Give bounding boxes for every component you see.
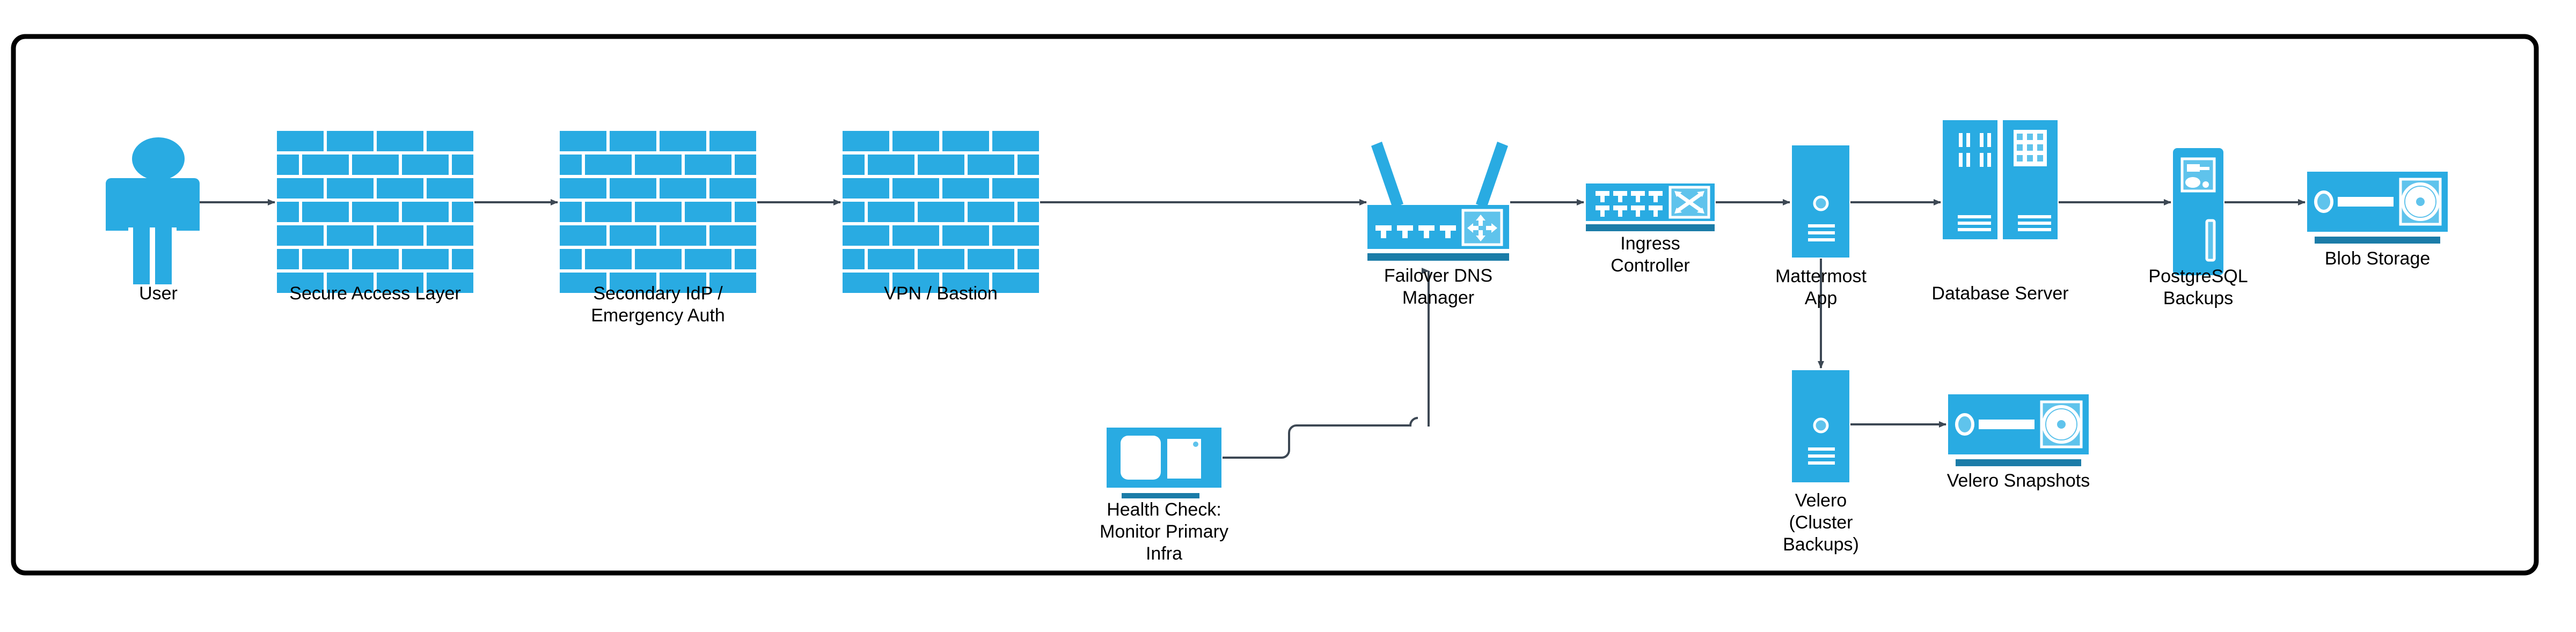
user-person-icon	[132, 137, 185, 180]
node-database[interactable]	[1943, 120, 2058, 239]
node-mattermost[interactable]	[1792, 145, 1849, 258]
label-blob-storage: Blob Storage	[2324, 248, 2431, 269]
node-secure-access[interactable]	[277, 131, 473, 293]
label-user: User	[139, 283, 178, 304]
disk-storage-icon	[2307, 172, 2448, 244]
label-mattermost: Mattermost App	[1775, 266, 1867, 308]
node-vpn-bastion[interactable]	[843, 131, 1039, 293]
server-rack-icon	[1943, 120, 2058, 239]
label-pg-backups: PostgreSQL Backups	[2148, 266, 2248, 308]
firewall-brick-wall-icon	[277, 131, 473, 293]
label-velero: Velero (Cluster Backups)	[1783, 490, 1859, 555]
node-user[interactable]	[106, 137, 200, 284]
network-switch-icon	[1586, 183, 1715, 231]
firewall-brick-wall-icon	[843, 131, 1039, 293]
label-secure-access: Secure Access Layer	[289, 283, 461, 304]
wireless-router-icon	[1367, 142, 1509, 261]
node-velero[interactable]	[1792, 370, 1849, 482]
label-velero-snapshots: Velero Snapshots	[1946, 471, 2090, 491]
node-velero-snapshots[interactable]	[1948, 394, 2089, 466]
node-secondary-idp[interactable]	[560, 131, 756, 293]
node-ingress[interactable]	[1586, 183, 1715, 231]
tower-server-icon	[1792, 370, 1849, 482]
label-database: Database Server	[1931, 283, 2069, 304]
edge-health-check-to-failover-dns	[1223, 417, 1418, 459]
node-blob-storage[interactable]	[2307, 172, 2448, 244]
label-secondary-idp: Secondary IdP / Emergency Auth	[591, 283, 725, 326]
label-ingress: Ingress Controller	[1611, 233, 1690, 276]
node-pg-backups[interactable]	[2173, 148, 2223, 275]
label-health-check: Health Check: Monitor Primary Infra	[1100, 499, 1228, 564]
firewall-brick-wall-icon	[560, 131, 756, 293]
tower-server-icon	[1792, 145, 1849, 258]
label-failover-dns: Failover DNS Manager	[1384, 266, 1493, 308]
node-health-check[interactable]	[1107, 428, 1221, 498]
disk-storage-icon	[1948, 394, 2089, 466]
user-body-icon	[106, 178, 200, 284]
node-failover-dns[interactable]	[1367, 142, 1509, 261]
boundary-box	[11, 34, 2539, 576]
monitor-devices-icon	[1107, 428, 1221, 498]
backup-tower-icon	[2173, 148, 2223, 275]
label-vpn-bastion: VPN / Bastion	[884, 283, 998, 304]
